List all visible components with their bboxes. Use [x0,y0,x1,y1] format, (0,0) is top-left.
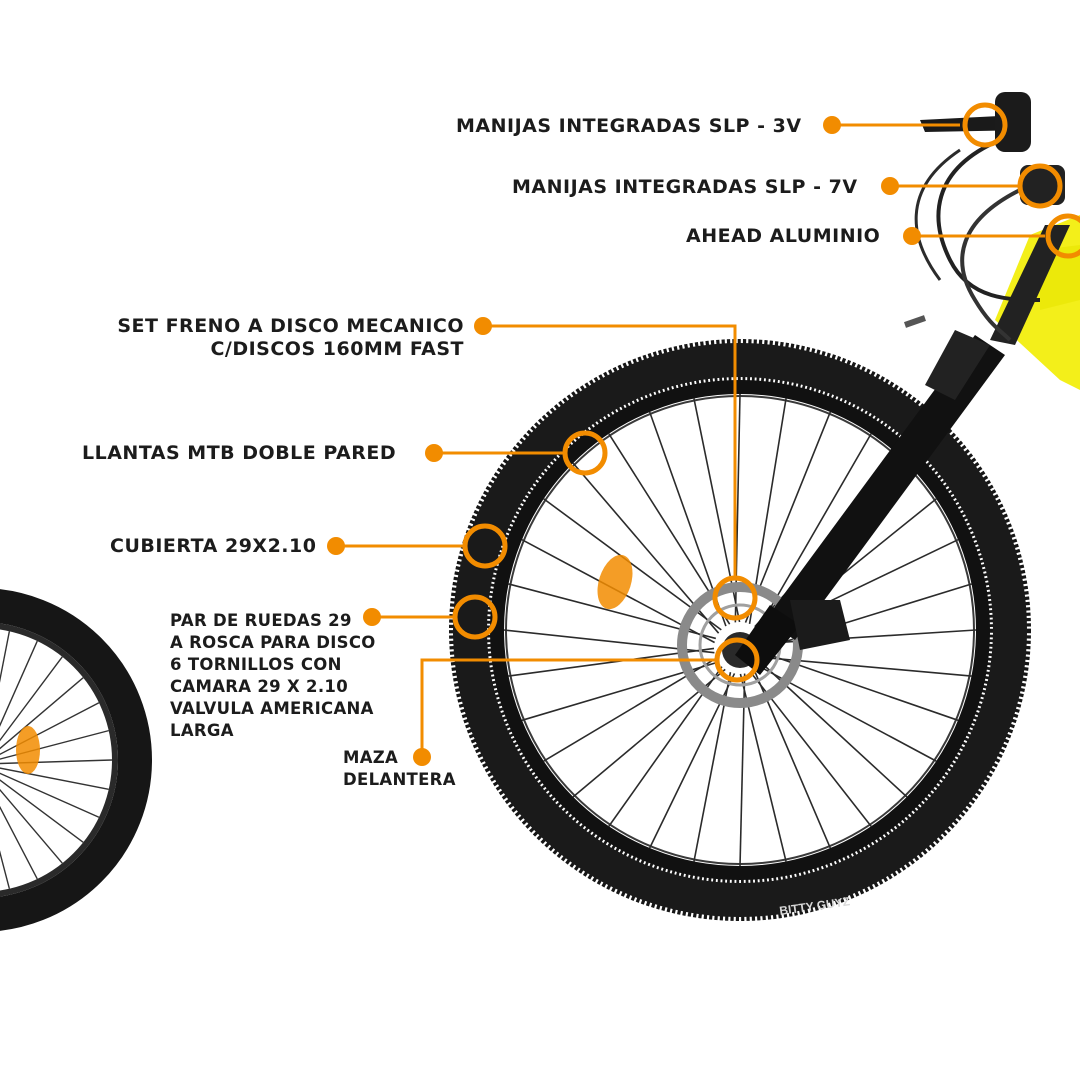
label-tire: CUBIERTA 29X2.10 [110,535,317,557]
front-tire-body [453,343,1027,917]
label-wheels-line-2: A ROSCA PARA DISCO [170,633,376,652]
suspension-fork [735,315,1005,675]
callout-ring [714,637,760,683]
grip [995,92,1031,152]
label-shifter-7v: MANIJAS INTEGRADAS SLP - 7V [512,176,858,198]
label-hub: MAZA DELANTERA [343,747,456,791]
brake-rotor [677,582,803,708]
head-tube [990,225,1070,345]
spoke [0,850,11,889]
callout-hub [413,637,760,766]
label-disc-brake-line-1: SET FRENO A DISCO MECANICO [117,315,464,337]
rear-spokes [0,631,113,889]
callout-ring [962,102,1008,148]
label-wheels-line-3: 6 TORNILLOS CON [170,655,342,674]
spoke [0,656,63,742]
callout-dot [327,537,345,555]
rear-rim [0,623,118,897]
leader-line [420,658,715,757]
label-wheels-line-4: CAMARA 29 X 2.10 [170,677,348,696]
fork-lockout [904,315,926,328]
front-wheel: BITTY GUYZ [449,339,1031,921]
callout-dot [903,227,921,245]
callout-rims [425,430,608,476]
fork-leg [765,335,1005,640]
callout-dot [425,444,443,462]
callout-ring [562,430,608,476]
callout-ring [462,523,508,569]
spoke [0,640,38,727]
callout-dot [881,177,899,195]
fork-dropout [735,605,800,675]
cable-3 [914,148,961,281]
callout-dot [823,116,841,134]
callout-ring [452,594,498,640]
label-rims: LLANTAS MTB DOBLE PARED [82,442,397,464]
callout-dot [474,317,492,335]
label-wheels: PAR DE RUEDAS 29 A ROSCA PARA DISCO 6 TO… [170,610,376,742]
label-wheels-line-5: VALVULA AMERICANA [170,699,374,718]
front-rim [490,380,990,880]
label-headset: AHEAD ALUMINIO [686,225,881,247]
label-wheels-line-6: LARGA [170,721,234,740]
spoke [0,805,38,880]
leader-line [483,324,737,578]
spoke [0,788,63,864]
callout-shifter-3v [823,102,1008,148]
spoke [0,702,100,756]
spoke [0,677,84,750]
label-disc-brake: SET FRENO A DISCO MECANICO C/DISCOS 160M… [102,315,464,361]
callout-ring [1045,213,1080,259]
fork-crown [925,330,990,400]
label-shifter-3v: MANIJAS INTEGRADAS SLP - 3V [456,115,802,137]
spoke [0,767,109,791]
label-disc-brake-line-2: C/DISCOS 160MM FAST [210,338,464,360]
callout-ring [712,575,758,621]
callout-disc-brake [474,317,758,621]
front-reflector [597,554,633,610]
spoke [0,631,11,683]
cable-1 [936,138,1041,302]
spoke [0,772,100,818]
callout-headset [903,213,1080,259]
callout-tire [327,523,508,569]
callout-dot [363,608,381,626]
callout-dot [413,748,431,766]
callout-markers [327,102,1080,766]
label-wheels-line-1: PAR DE RUEDAS 29 [170,611,352,630]
brake-caliper [790,600,850,650]
callout-ring [1017,163,1063,209]
callout-wheels [363,594,498,640]
spoke [0,779,84,843]
rear-wheel [0,589,152,931]
cable-2 [960,188,1021,342]
label-hub-line-1: MAZA [343,748,399,767]
rear-reflector [16,726,40,774]
bike-frame [990,215,1080,390]
label-hub-line-2: DELANTERA [343,770,456,789]
spoke [0,759,113,765]
callout-shifter-7v [881,163,1063,209]
rear-tire [0,589,152,931]
